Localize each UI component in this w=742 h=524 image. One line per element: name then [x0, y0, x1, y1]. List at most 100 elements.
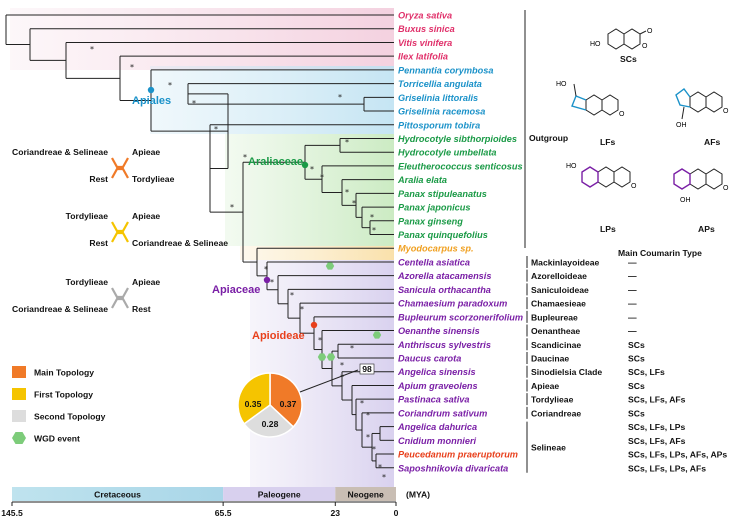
wgd-events — [317, 262, 382, 361]
time-tick-label: 145.5 — [1, 508, 23, 518]
subfamily-coumarin: SCs, LFs, AFs — [628, 395, 686, 405]
support-star: * — [372, 226, 376, 235]
sc-structure: HO O O — [590, 28, 653, 50]
subfamily-coumarin: — — [628, 299, 637, 309]
support-star: * — [345, 188, 349, 197]
coumarin-structures: HO O O SCs HO O LFs OH O AFs HO — [556, 28, 729, 234]
topology-schematics: Coriandreae & SelineaeRestApieaeTordylie… — [12, 147, 228, 314]
subfamily-coumarin: SCs — [628, 354, 645, 364]
pie-slice — [237, 372, 271, 425]
species-label: Centella asiatica — [398, 257, 470, 267]
svg-text:O: O — [619, 111, 625, 118]
species-label: Griselinia littoralis — [398, 93, 478, 103]
species-label: Peucedanum praeruptorum — [398, 450, 518, 460]
species-label: Panax quinquefolius — [398, 230, 488, 240]
subfamily-name: Azorelloideae — [531, 271, 587, 281]
svg-text:O: O — [631, 183, 637, 190]
topology-left-top: Tordylieae — [66, 211, 109, 221]
pie-label: 0.28 — [262, 419, 279, 429]
pie-label: 0.37 — [280, 399, 297, 409]
topology-right-top: Apieae — [132, 211, 160, 221]
topology-tree — [111, 221, 129, 243]
species-label: Daucus carota — [398, 354, 461, 364]
pie-label: 0.35 — [245, 399, 262, 409]
period-label: Neogene — [348, 490, 385, 500]
apioideae-label: Apioideae — [252, 330, 305, 342]
support-star: * — [338, 93, 342, 102]
legend-hexagon — [12, 431, 26, 445]
support-star: * — [320, 173, 324, 182]
selineae-coumarin: SCs, LFs, LPs, AFs — [628, 463, 706, 473]
molecule-label-aps: APs — [698, 224, 715, 234]
support-star: * — [270, 278, 274, 287]
apiales-label: Apiales — [132, 95, 171, 107]
subfamily-name: Daucinae — [531, 354, 569, 364]
legend-label: Main Topology — [34, 368, 94, 378]
svg-text:HO: HO — [590, 41, 601, 48]
subfamily-coumarin: — — [628, 312, 637, 322]
apiales-node — [147, 86, 155, 94]
support-star: * — [192, 99, 196, 108]
species-label: Buxus sinica — [398, 24, 455, 34]
svg-text:O: O — [723, 108, 729, 115]
selineae-coumarin: SCs, LFs, LPs — [628, 422, 686, 432]
araliaceae-label: Araliaceae — [248, 156, 303, 168]
araliaceae-node — [301, 161, 309, 169]
topology-left-bottom: Rest — [89, 174, 108, 184]
species-label: Cnidium monnieri — [398, 436, 477, 446]
apiaceae-label: Apiaceae — [212, 284, 260, 296]
legend-swatch — [12, 366, 26, 378]
molecule-label-lfs: LFs — [600, 137, 615, 147]
time-tick-label: 65.5 — [215, 508, 232, 518]
support-star: * — [230, 203, 234, 212]
subfamily-name: Chamaesieae — [531, 299, 586, 309]
subfamily-name: Coriandreae — [531, 408, 581, 418]
clade-labels: Apiales Araliaceae Apiaceae Apioideae — [132, 86, 318, 342]
species-label: Oenanthe sinensis — [398, 326, 480, 336]
support-star: * — [370, 213, 374, 222]
molecule-label-afs: AFs — [704, 137, 720, 147]
support-star: * — [372, 445, 376, 454]
time-tick-label: 23 — [331, 508, 341, 518]
support-star: * — [214, 125, 218, 134]
outgroup-bracket: Outgroup — [524, 10, 568, 248]
molecule-label-lps: LPs — [600, 224, 616, 234]
species-label: Chamaesium paradoxum — [398, 299, 507, 309]
support-value: 98 — [362, 364, 372, 374]
support-star: * — [350, 344, 354, 353]
apiaceae-node — [263, 276, 271, 284]
svg-text:O: O — [642, 43, 648, 50]
subfamily-coumarin: — — [628, 285, 637, 295]
phylogenetic-tree — [5, 14, 394, 469]
pie-slice — [269, 372, 303, 428]
species-label: Bupleurum scorzonerifolium — [398, 312, 523, 322]
species-label: Panax stipuleanatus — [398, 189, 487, 199]
subfamily-name: Apieae — [531, 381, 559, 391]
support-star: * — [300, 305, 304, 314]
species-label: Torricellia angulata — [398, 79, 482, 89]
topology-right-top: Apieae — [132, 147, 160, 157]
species-label: Saposhnikovia divaricata — [398, 463, 508, 473]
subfamily-coumarin: SCs — [628, 408, 645, 418]
topology-right-bottom: Coriandreae & Selineae — [132, 238, 228, 248]
svg-text:O: O — [723, 185, 729, 192]
species-label: Griselinia racemosa — [398, 107, 485, 117]
support-star: * — [90, 45, 94, 54]
subfamily-coumarin: — — [628, 257, 637, 267]
time-unit: (MYA) — [406, 490, 430, 500]
subfamily-name: Saniculoideae — [531, 285, 589, 295]
subfamily-name: Tordylieae — [531, 395, 574, 405]
main-coumarin-header: Main Coumarin Type — [618, 248, 702, 258]
apioideae-node — [310, 321, 318, 329]
legend-label: First Topology — [34, 390, 93, 400]
selineae-coumarin: SCs, LFs, AFs — [628, 436, 686, 446]
species-label: Coriandrum sativum — [398, 408, 487, 418]
species-label: Myodocarpus sp. — [398, 244, 474, 254]
support-star: * — [345, 138, 349, 147]
subfamily-table: Mackinlayoideae—Azorelloideae—Saniculoid… — [526, 255, 727, 473]
outgroup-label: Outgroup — [529, 133, 568, 143]
